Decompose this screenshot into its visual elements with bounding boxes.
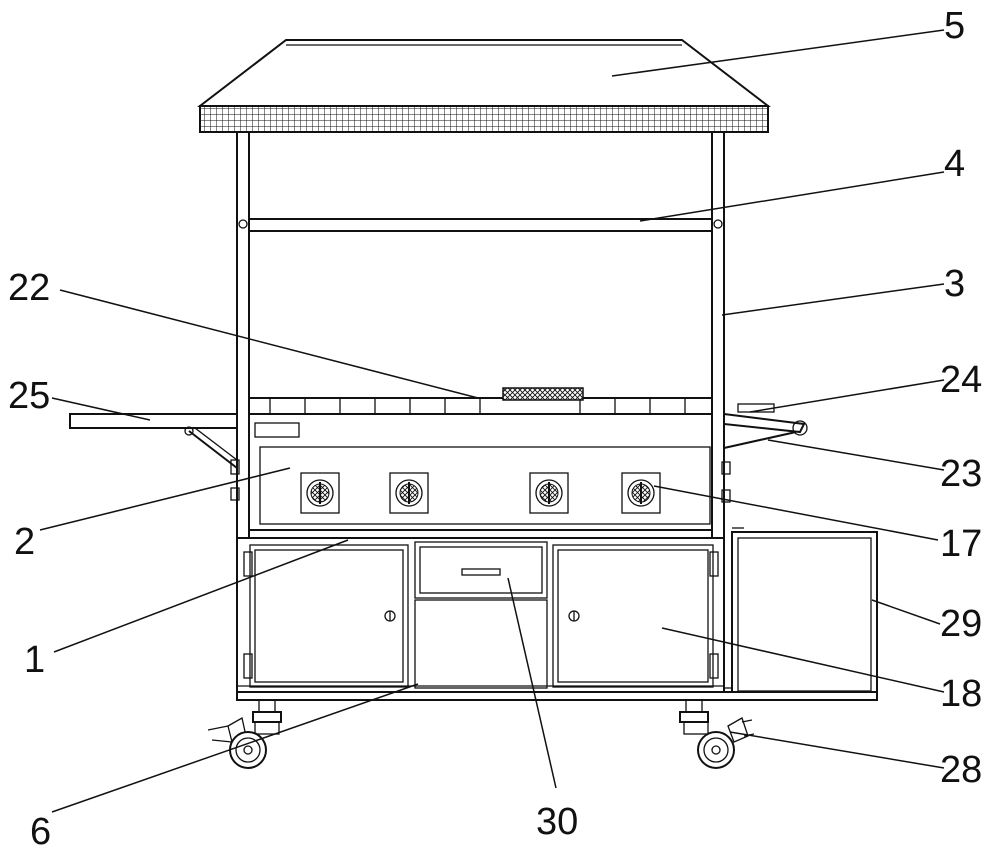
knob-4 [621, 472, 661, 514]
label-25: 25 [8, 375, 50, 417]
label-17: 17 [940, 523, 982, 565]
label-18: 18 [940, 673, 982, 715]
bottom-frame [236, 691, 878, 701]
right-caster-wheel [679, 699, 755, 769]
label-6: 6 [30, 811, 51, 853]
knob-2 [389, 472, 429, 514]
label-28: 28 [940, 749, 982, 791]
label-1: 1 [24, 639, 45, 681]
label-4: 4 [944, 143, 965, 185]
knob-1 [300, 472, 340, 514]
label-2: 2 [14, 521, 35, 563]
label-29: 29 [940, 603, 982, 645]
label-24: 24 [940, 359, 982, 401]
cooking-body [248, 413, 713, 531]
left-folding-shelf [69, 413, 240, 501]
canopy-roof [197, 39, 771, 133]
side-box [723, 527, 878, 699]
lower-cabinet [236, 537, 725, 699]
griddle-top [248, 387, 713, 415]
label-23: 23 [940, 453, 982, 495]
label-5: 5 [944, 5, 965, 47]
label-3: 3 [944, 263, 965, 305]
right-folding-shelf [721, 403, 808, 503]
leader-lines [39, 29, 945, 813]
label-30: 30 [536, 801, 578, 843]
left-caster-wheel [207, 699, 282, 769]
knob-3 [529, 472, 569, 514]
label-22: 22 [8, 267, 50, 309]
